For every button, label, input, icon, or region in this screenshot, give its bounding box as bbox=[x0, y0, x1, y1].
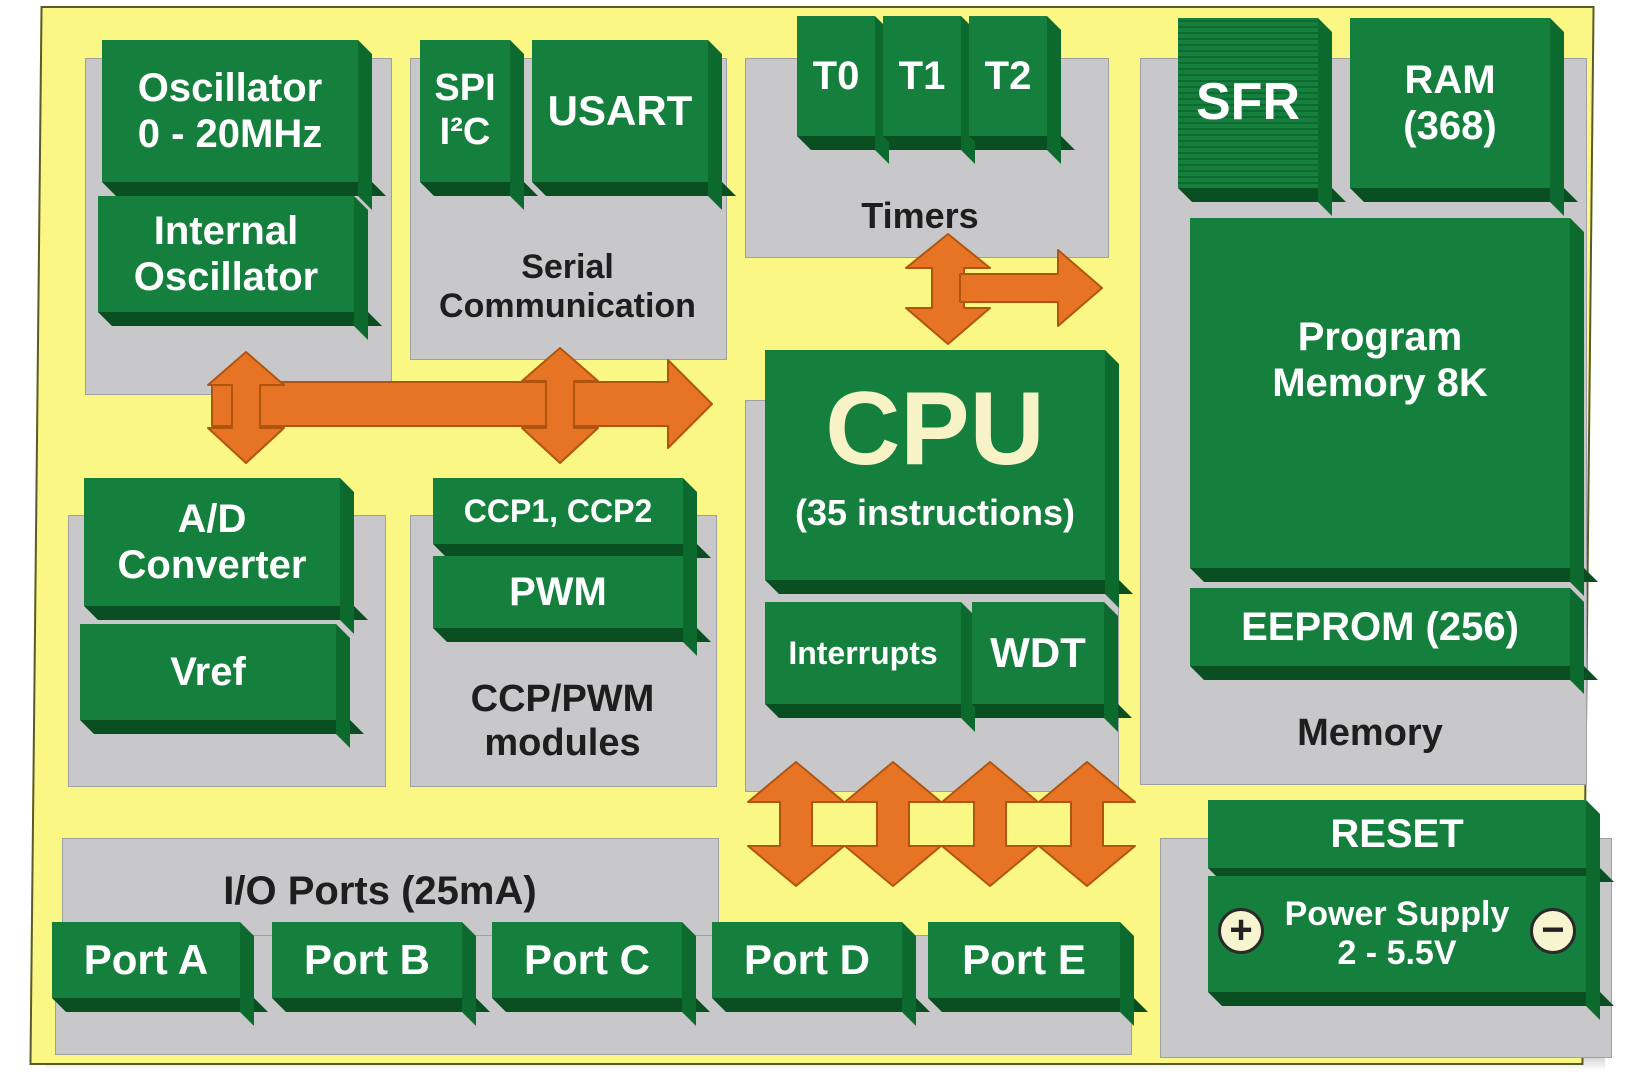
power-supply-text: Power Supply 2 - 5.5V bbox=[1284, 894, 1510, 972]
ccp-block: CCP1, CCP2 bbox=[433, 478, 683, 544]
port-b-block: Port B bbox=[272, 922, 462, 998]
cpu-block: CPU (35 instructions) bbox=[765, 350, 1105, 580]
port-d-block: Port D bbox=[712, 922, 902, 998]
plus-terminal-icon: + bbox=[1218, 908, 1264, 954]
usart-block: USART bbox=[532, 40, 708, 182]
ad-converter-block: A/D Converter bbox=[84, 478, 340, 606]
bus-arrow-horizontal bbox=[211, 359, 713, 449]
internal-oscillator-block: Internal Oscillator bbox=[98, 196, 354, 312]
bus-arrow-port-2 bbox=[844, 761, 942, 887]
reset-block: RESET bbox=[1208, 800, 1586, 868]
memory-label: Memory bbox=[1297, 712, 1443, 754]
cpu-instructions: (35 instructions) bbox=[794, 492, 1076, 534]
power-supply-block: Power Supply 2 - 5.5V bbox=[1208, 876, 1586, 992]
port-e-block: Port E bbox=[928, 922, 1120, 998]
wdt-block: WDT bbox=[972, 602, 1104, 704]
interrupts-block: Interrupts bbox=[765, 602, 961, 704]
i2c-label: I²C bbox=[439, 111, 491, 153]
ccp-pwm-label: CCP/PWM modules bbox=[470, 678, 655, 764]
vref-block: Vref bbox=[80, 624, 336, 720]
sfr-block: SFR bbox=[1178, 18, 1318, 188]
io-ports-label: I/O Ports (25mA) bbox=[223, 869, 537, 913]
bus-arrow-port-3 bbox=[941, 761, 1039, 887]
port-a-block: Port A bbox=[52, 922, 240, 998]
bus-arrow-port-4 bbox=[1038, 761, 1136, 887]
port-c-block: Port C bbox=[492, 922, 682, 998]
eeprom-block: EEPROM (256) bbox=[1190, 588, 1570, 666]
bus-arrow-port-1 bbox=[747, 761, 845, 887]
serial-communication-label: Serial Communication bbox=[439, 248, 696, 326]
timer-t1-block: T1 bbox=[883, 16, 961, 136]
bus-arrow-oscillator bbox=[207, 351, 285, 464]
timer-t0-block: T0 bbox=[797, 16, 875, 136]
bus-arrow-timers-horizontal bbox=[959, 249, 1103, 327]
spi-label: SPI bbox=[434, 67, 496, 110]
program-memory-block: Program Memory 8K bbox=[1190, 218, 1570, 568]
pwm-block: PWM bbox=[433, 556, 683, 628]
plus-sign: + bbox=[1229, 908, 1253, 952]
minus-terminal-icon: − bbox=[1530, 908, 1576, 954]
timer-t2-block: T2 bbox=[969, 16, 1047, 136]
bus-arrow-serial bbox=[521, 347, 599, 464]
spi-i2c-block: SPI I²C bbox=[420, 40, 510, 182]
cpu-title: CPU bbox=[825, 371, 1045, 487]
bus-arrow-timers-vertical bbox=[905, 233, 991, 345]
oscillator-block: Oscillator 0 - 20MHz bbox=[102, 40, 358, 182]
ram-block: RAM (368) bbox=[1350, 18, 1550, 188]
minus-sign: − bbox=[1541, 908, 1565, 952]
timers-label: Timers bbox=[861, 195, 979, 236]
